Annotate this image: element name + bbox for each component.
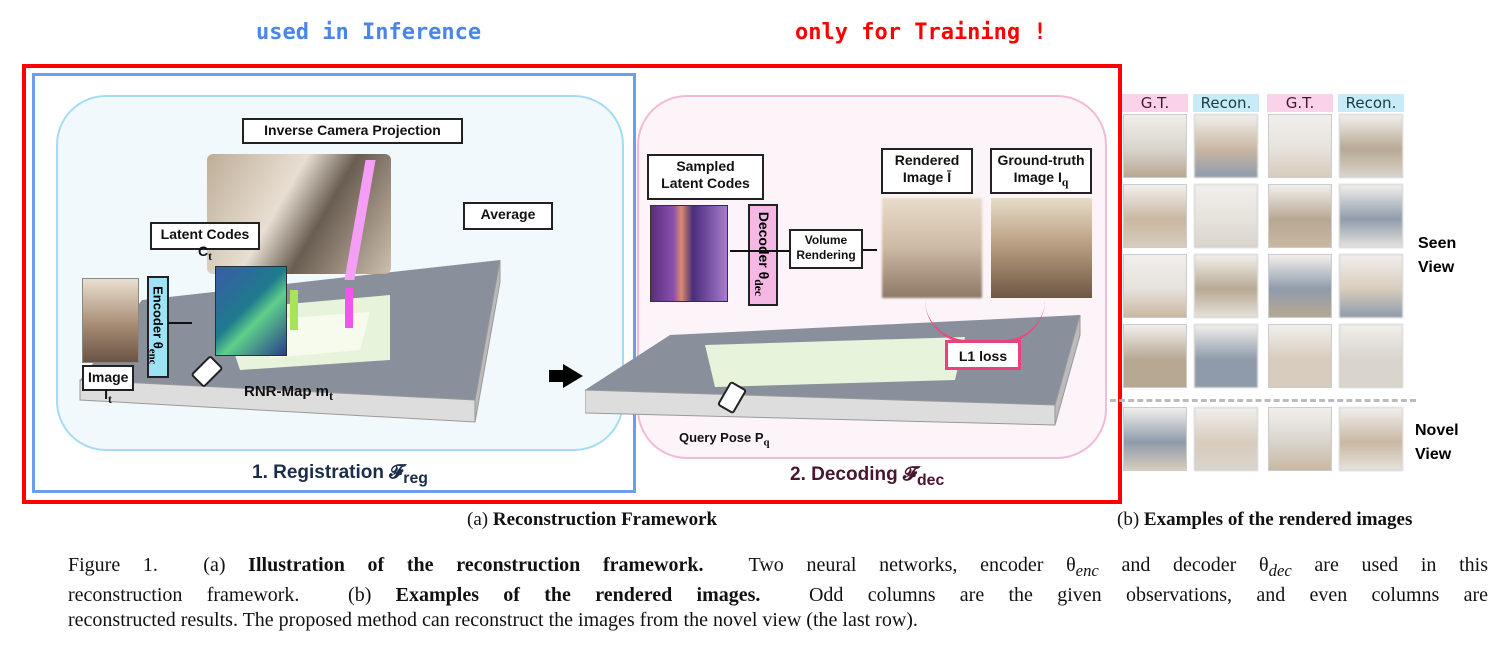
gt-thumbnail (1123, 407, 1187, 471)
inference-annotation: used in Inference (256, 20, 482, 45)
recon-thumbnail (1194, 407, 1258, 471)
recon-thumbnail (1194, 254, 1258, 318)
rendered-image (882, 198, 982, 298)
latent-codes-cube (215, 266, 287, 356)
decoder-block (748, 204, 778, 306)
gt-thumbnail (1123, 114, 1187, 178)
header-recon-2: Recon. (1338, 94, 1404, 112)
input-image (82, 278, 139, 363)
recon-thumbnail (1339, 254, 1403, 318)
encoder-label: Encoder θenc (146, 286, 166, 365)
projection-arrow-pink (345, 288, 353, 328)
gt-thumbnail (1268, 324, 1332, 388)
decoding-title: 2. Decoding 𝓕dec (790, 464, 945, 489)
decoder-connector (730, 250, 790, 252)
encoder-to-codes-arrow (168, 322, 192, 324)
registration-title: 1. Registration 𝓕reg (252, 462, 428, 487)
query-pose-label: Query Pose Pq (679, 430, 770, 449)
recon-thumbnail (1339, 407, 1403, 471)
gt-thumbnail (1268, 254, 1332, 318)
decoder-label: Decoder θdec (752, 211, 772, 297)
volume-to-image-arrow (863, 249, 877, 251)
gt-thumbnail (1268, 407, 1332, 471)
recon-thumbnail (1194, 114, 1258, 178)
sampled-latent-codes-cube (650, 205, 728, 302)
latent-codes-label: Latent Codes Ct (150, 222, 260, 263)
training-annotation: only for Training ! (795, 20, 1047, 45)
subcaption-b: (b) Examples of the rendered images (1117, 509, 1413, 530)
caption-line-3: reconstructed results. The proposed meth… (68, 609, 918, 631)
projection-arrow-green (290, 290, 298, 330)
recon-thumbnail (1194, 184, 1258, 248)
encoder-block (147, 276, 169, 378)
registration-to-decoding-arrow (563, 364, 583, 388)
gt-thumbnail (1123, 254, 1187, 318)
header-recon-1: Recon. (1193, 94, 1259, 112)
inference-region-box (32, 73, 636, 493)
caption-line-1: Figure 1. (a) Illustration of the recons… (68, 554, 1489, 580)
average-label: Average (463, 202, 553, 230)
subcaption-a: (a) Reconstruction Framework (467, 509, 718, 530)
ground-truth-image (991, 198, 1092, 298)
figure-caption: Figure 1. (a) Illustration of the recons… (68, 553, 1488, 633)
l1-loss-label: L1 loss (945, 340, 1021, 370)
caption-line-2: reconstruction framework. (b) Examples o… (68, 584, 1489, 606)
inverse-camera-projection-label: Inverse Camera Projection (242, 118, 463, 144)
header-gt-2: G.T. (1267, 94, 1333, 112)
recon-thumbnail (1339, 184, 1403, 248)
image-label: Image It (82, 365, 134, 406)
training-region-box (22, 64, 1122, 504)
recon-thumbnail (1339, 324, 1403, 388)
seen-novel-divider (1110, 399, 1416, 402)
header-gt-1: G.T. (1122, 94, 1188, 112)
recon-thumbnail (1194, 324, 1258, 388)
gt-thumbnail (1268, 114, 1332, 178)
rnr-map-label: RNR-Map mt (244, 383, 334, 403)
arrow-shaft (549, 370, 563, 382)
gt-thumbnail (1123, 184, 1187, 248)
gt-thumbnail (1123, 324, 1187, 388)
gt-thumbnail (1268, 184, 1332, 248)
recon-thumbnail (1339, 114, 1403, 178)
